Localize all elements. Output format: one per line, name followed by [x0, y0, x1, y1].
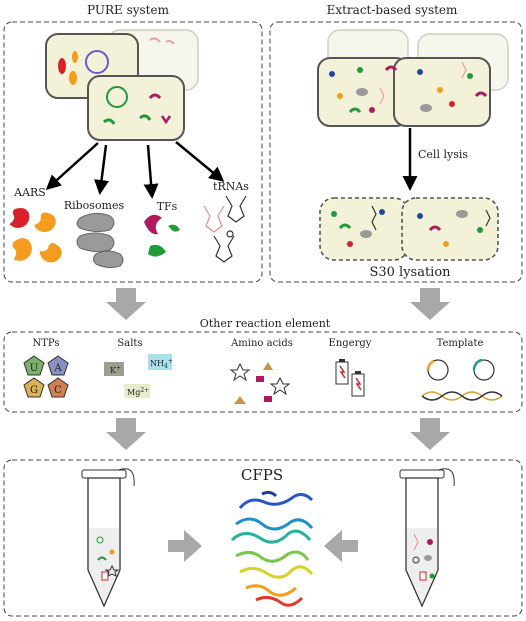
down-arrow-left [106, 288, 146, 320]
left-arrow-to-cfps [324, 530, 358, 562]
cell-front [87, 75, 185, 141]
tube-right [399, 468, 455, 608]
tfs-icon [144, 214, 180, 257]
protein-icon [72, 51, 78, 63]
extract-system-panel [269, 21, 523, 283]
template-dna-icon [421, 391, 503, 401]
k-ion: K+ [110, 365, 121, 375]
energy-battery-icon [335, 359, 365, 397]
amino-acids-icon [229, 362, 291, 404]
other-elements-panel [3, 331, 523, 413]
mg-ion: Mg2+ [127, 387, 149, 397]
pure-system-panel [3, 21, 263, 283]
arrow-to-aars [45, 142, 99, 191]
trna-faded-icon [149, 37, 175, 45]
template-plasmid-icon [426, 358, 495, 381]
down-arrow-right [410, 288, 450, 320]
down-arrow-right-2 [410, 418, 450, 450]
arrow-to-trnas [175, 141, 225, 182]
protein-icon [139, 114, 152, 121]
protein-icon [69, 71, 77, 85]
other-title: Other reaction element [200, 317, 331, 330]
ntp-g: G [30, 385, 38, 396]
protein-icon [58, 58, 66, 74]
mg-box [124, 384, 150, 398]
ribosomes-icon [76, 212, 124, 269]
cell-lysis-label: Cell lysis [418, 148, 468, 161]
aars-proteins-icon [7, 208, 66, 267]
salts-label: Salts [117, 338, 142, 349]
arrow-to-tfs [143, 144, 159, 199]
ntp-u: U [30, 363, 38, 374]
protein-icon [160, 115, 172, 125]
pure-system-title: PURE system [87, 3, 170, 17]
protein-icon [148, 93, 162, 100]
trnas-icon [203, 195, 247, 263]
ntp-pentagons [23, 355, 69, 398]
ribosomes-label: Ribosomes [64, 199, 125, 212]
lysate-left [319, 197, 409, 261]
template-label: Template [437, 338, 484, 349]
arrow-to-ribosomes [94, 144, 109, 195]
k-box [104, 362, 124, 376]
tube-left [81, 468, 135, 608]
gray-arrows [106, 288, 450, 320]
ntps-label: NTPs [32, 338, 59, 349]
tfs-label: TFs [157, 200, 178, 213]
lysate-contents-icon [331, 205, 491, 247]
plasmid-icon [106, 86, 128, 108]
energy-label: Engergy [329, 338, 372, 349]
down-arrow-left-2 [106, 418, 146, 450]
extract-system-title: Extract-based system [327, 3, 458, 17]
ntp-a: A [53, 363, 62, 374]
cfps-protein-structure-icon [230, 490, 314, 607]
s30-label: S30 lysation [369, 265, 451, 280]
ntp-c: C [54, 385, 62, 396]
right-arrow-to-cfps [168, 530, 202, 562]
lysate-right [401, 197, 499, 261]
nh4-ion: NH4+ [150, 358, 173, 370]
aars-label: AARS [13, 186, 46, 199]
nh4-box [148, 354, 172, 370]
cell-contents-icon [329, 61, 488, 114]
trnas-label: tRNAs [213, 180, 249, 193]
cfps-panel [3, 459, 523, 617]
protein-icon [103, 118, 116, 125]
cfps-title: CFPS [241, 466, 283, 484]
plasmid-icon [85, 50, 109, 74]
amino-acids-label: Amino acids [230, 338, 293, 349]
